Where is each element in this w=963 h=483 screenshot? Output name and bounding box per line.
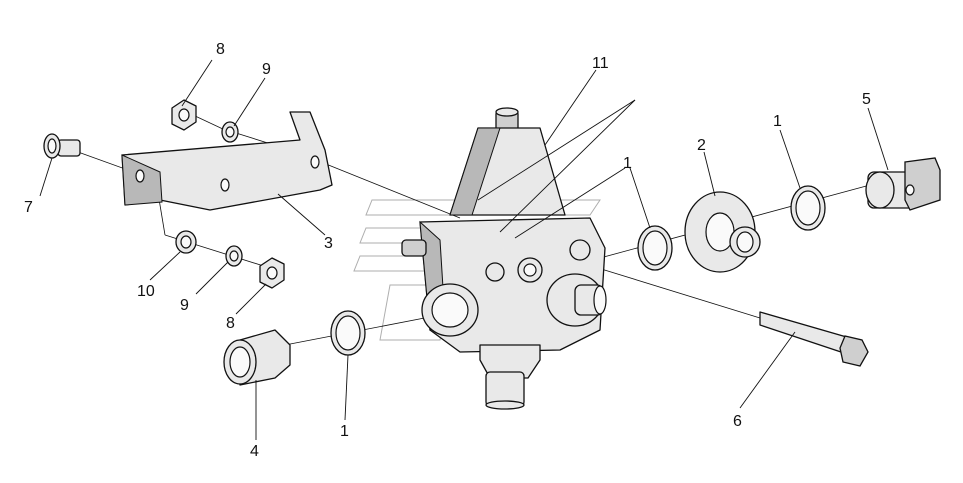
valve-body-part	[401, 107, 607, 410]
callout-6: 6	[733, 413, 742, 430]
sealing-ring-left-part	[330, 310, 366, 356]
callout-5: 5	[862, 91, 871, 108]
callout-labels: 8 9 11 1 2 1 5 7 3 10 9 8 4 1 6	[24, 41, 871, 460]
nut-bottom-part	[259, 257, 285, 289]
callout-10: 10	[137, 283, 155, 300]
leader-lines	[39, 59, 889, 440]
sealing-ring-far-right-part	[790, 185, 826, 231]
callout-2: 2	[697, 137, 706, 154]
washer-top-part	[221, 121, 239, 143]
callout-7: 7	[24, 199, 33, 216]
nut-top-part	[171, 99, 197, 131]
callout-8-bottom: 8	[226, 315, 235, 332]
callout-9-bottom: 9	[180, 297, 189, 314]
sealing-ring-right-part	[637, 225, 673, 271]
callout-11: 11	[592, 55, 609, 72]
banjo-fitting-part	[684, 191, 761, 273]
washer-bottom-part	[225, 245, 243, 267]
callout-1-right: 1	[773, 113, 782, 130]
callout-9-top: 9	[262, 61, 271, 78]
bracket-part	[121, 111, 333, 211]
callout-1-left: 1	[340, 423, 349, 440]
callout-3: 3	[324, 235, 333, 252]
bolt-part	[43, 133, 81, 159]
washer-10-part	[175, 230, 197, 254]
callout-4: 4	[250, 443, 259, 460]
callout-8-top: 8	[216, 41, 225, 58]
union-fitting-part	[223, 329, 291, 386]
callout-1-body: 1	[623, 155, 632, 172]
long-bolt-part	[759, 311, 869, 367]
banjo-bolt-part	[865, 157, 941, 211]
